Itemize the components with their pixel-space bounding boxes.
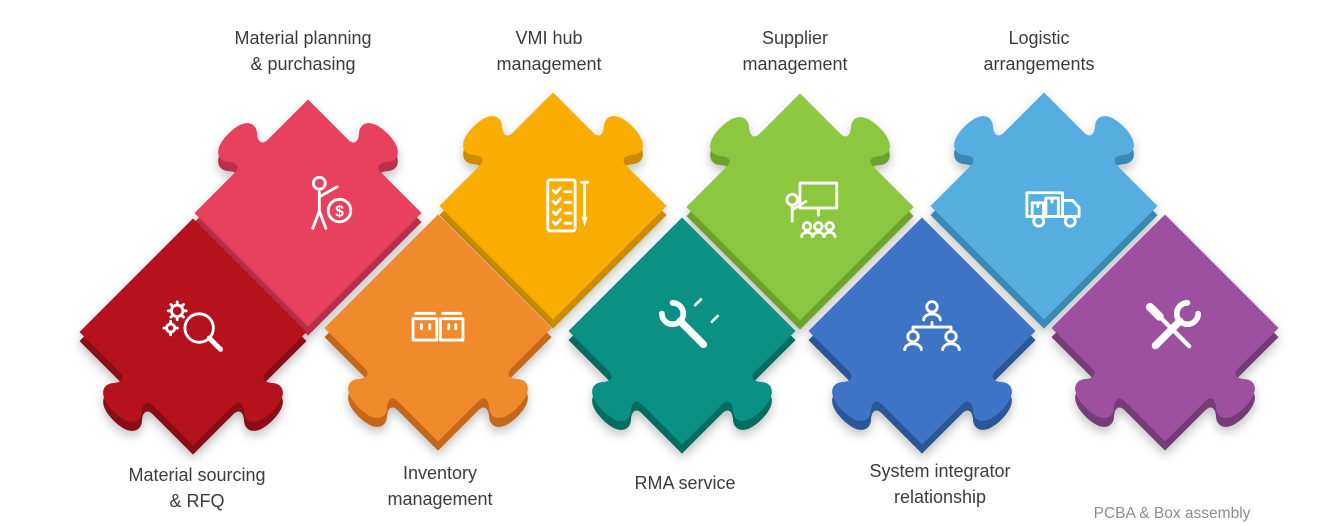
person-dollar-icon: $ <box>292 169 368 245</box>
label-system-integrator-relationship: System integrator relationship <box>869 461 1011 508</box>
puzzle-shape-face <box>568 217 796 445</box>
presentation-icon <box>775 170 851 246</box>
label-pcba-box-assembly: PCBA & Box assembly <box>1093 505 1251 522</box>
label-rma-service: RMA service <box>634 473 736 493</box>
label-vmi-hub-management: VMI hub management <box>496 28 602 75</box>
gears-magnifier-icon <box>157 293 233 369</box>
svg-text:$: $ <box>335 204 344 221</box>
boxes-icon <box>400 289 476 365</box>
checklist-pen-icon <box>530 168 606 244</box>
label-material-sourcing-rfq: Material sourcing & RFQ <box>128 465 266 512</box>
label-material-planning-purchasing: Material planning & purchasing <box>234 28 372 75</box>
puzzle-shape-face <box>1051 214 1279 442</box>
puzzle-piece-system-integrator-relationship <box>800 209 1044 454</box>
label-logistic-arrangements: Logistic arrangements <box>983 28 1095 75</box>
puzzle-shape-face <box>808 217 1036 445</box>
puzzle-shape-face <box>79 218 307 446</box>
puzzle-piece-rma-service <box>560 209 804 454</box>
wrench-icon <box>650 291 726 367</box>
puzzle-piece-vmi-hub-management <box>431 84 675 329</box>
puzzle-shape-face <box>439 92 667 320</box>
people-network-icon <box>894 292 970 368</box>
puzzle-shape-face <box>194 99 422 327</box>
puzzle-shape <box>439 92 667 329</box>
label-supplier-management: Supplier management <box>742 28 848 75</box>
crossed-tools-icon <box>1134 291 1210 367</box>
puzzle-shape <box>808 217 1036 454</box>
label-inventory-management: Inventory management <box>387 463 493 510</box>
puzzle-shape <box>568 217 796 454</box>
truck-icon <box>1015 169 1091 245</box>
